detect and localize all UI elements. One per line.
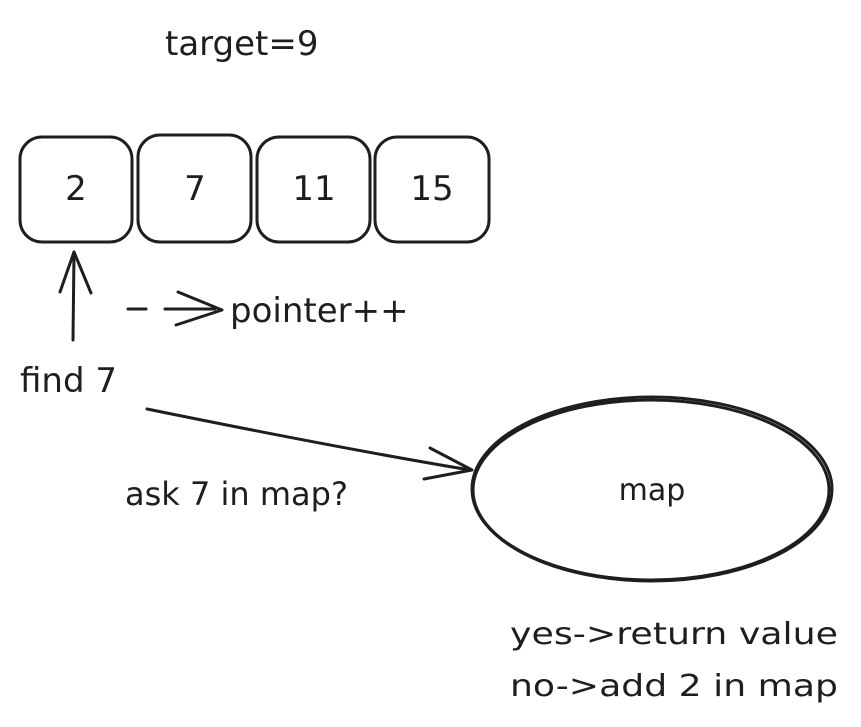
array-row: 2 7 11 15: [18, 133, 491, 244]
pointer-advance-arrow: [126, 290, 224, 327]
array-cell-1: 7: [136, 133, 253, 244]
array-cell-value: 7: [184, 169, 206, 209]
target-label: target=9: [165, 24, 319, 64]
array-cell-0: 2: [18, 135, 134, 244]
array-cell-value: 15: [410, 169, 453, 209]
pointer-label: pointer++: [230, 291, 409, 331]
query-map-arrow: [145, 407, 474, 481]
find-label: find 7: [20, 361, 117, 401]
result-yes-line: yes->return value: [510, 617, 838, 652]
array-cell-value: 2: [65, 169, 87, 209]
pointer-up-arrow: [58, 250, 93, 342]
array-cell-3: 15: [373, 135, 491, 244]
array-cell-value: 11: [292, 169, 335, 209]
ask-label: ask 7 in map?: [125, 475, 348, 513]
array-cell-2: 11: [255, 135, 372, 244]
map-node: map: [470, 395, 834, 583]
map-label: map: [619, 473, 686, 508]
result-no-line: no->add 2 in map: [510, 669, 838, 704]
